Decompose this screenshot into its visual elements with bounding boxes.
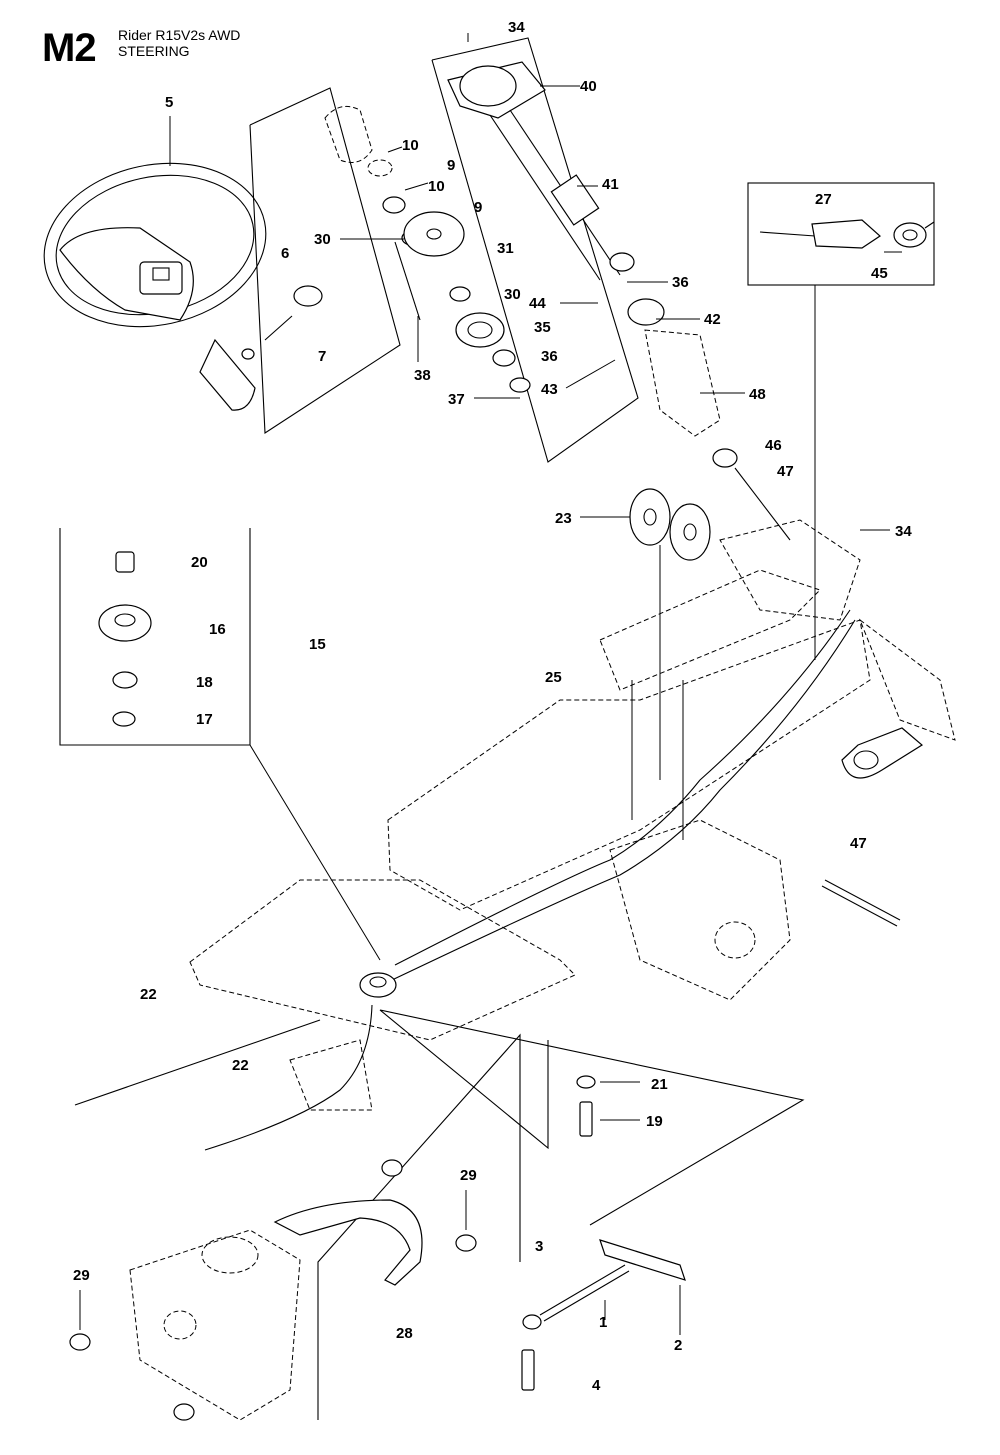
callout-43: 44: [529, 295, 546, 312]
callout-17: 17: [196, 711, 213, 728]
leader-lines: [79, 33, 902, 1335]
pulley-kit-parts: [98, 551, 152, 727]
group-frames: [59, 37, 935, 1420]
callout-10-a: 10: [402, 137, 419, 154]
callout-30-b: 30: [504, 286, 521, 303]
callout-19: 20: [191, 554, 208, 571]
callout-4: 4: [592, 1377, 601, 1394]
callout-16: 16: [209, 621, 226, 638]
callout-30-a: 30: [314, 231, 331, 248]
callout-48: 48: [749, 386, 766, 403]
callout-37: 37: [448, 391, 465, 408]
callout-41: 42: [704, 311, 721, 328]
steering-wheel: [43, 162, 267, 411]
frame-bolt-kit: [379, 1009, 805, 1226]
callout-10-b: 10: [428, 178, 445, 195]
callout-23: 23: [555, 510, 572, 527]
column-kit-parts: [324, 105, 531, 393]
callout-34-right: 34: [895, 523, 912, 540]
frame-lower-link: [317, 1033, 521, 1420]
frame-steering-column-kit: [249, 87, 401, 434]
callout-35: 35: [534, 319, 551, 336]
idler-pulleys: [629, 488, 711, 561]
callout-31: 31: [497, 240, 514, 257]
frame-cable-tensioner-detail: [747, 182, 935, 286]
callout-34-top: 34: [508, 19, 525, 36]
lower-parts: [69, 1075, 686, 1421]
callout-numbers: 34 40 5 10 9 10 9 41 30 31 6 36 30 44 42…: [73, 19, 912, 1394]
callout-3: 3: [535, 1238, 543, 1255]
callout-40: 41: [602, 176, 619, 193]
callout-2: 2: [674, 1337, 682, 1354]
section-title: STEERING: [118, 43, 190, 59]
callout-22-a: 22: [140, 986, 157, 1003]
callout-21: 21: [651, 1076, 668, 1093]
callout-20: 19: [646, 1113, 663, 1130]
callout-25: 25: [545, 669, 562, 686]
steering-cables: [74, 609, 856, 1151]
callout-38: 38: [414, 367, 431, 384]
callout-7: 7: [318, 348, 326, 365]
callout-46: 47: [777, 463, 794, 480]
model-name: Rider R15V2s AWD: [118, 27, 241, 43]
upper-steering-shaft: [447, 61, 791, 541]
cable-tensioner: [759, 219, 935, 249]
callout-28: 28: [396, 1325, 413, 1342]
callout-18: 18: [196, 674, 213, 691]
callout-22-b: 22: [232, 1057, 249, 1074]
chassis-frame: [129, 519, 956, 1421]
tie-rod: [821, 727, 924, 927]
wheel-cap-parts: [241, 285, 323, 360]
callout-9-b: 9: [474, 199, 482, 216]
callout-47: 47: [850, 835, 867, 852]
callout-36-b: 36: [541, 348, 558, 365]
callout-27: 27: [815, 191, 832, 208]
frame-pulley-kit: [59, 528, 251, 746]
callout-42: 43: [541, 381, 558, 398]
callout-44: 45: [871, 265, 888, 282]
callout-15: 15: [309, 636, 326, 653]
callout-5: 5: [165, 94, 173, 111]
section-code: M2: [42, 26, 97, 70]
callout-6: 6: [281, 245, 289, 262]
callout-1: 1: [599, 1314, 607, 1331]
callout-29-b: 29: [73, 1267, 90, 1284]
callout-45: 46: [765, 437, 782, 454]
callout-39: 40: [580, 78, 597, 95]
frame-upper-shaft-kit: [431, 37, 639, 463]
callout-29-a: 29: [460, 1167, 477, 1184]
callout-9-a: 9: [447, 157, 455, 174]
callout-36-a: 36: [672, 274, 689, 291]
